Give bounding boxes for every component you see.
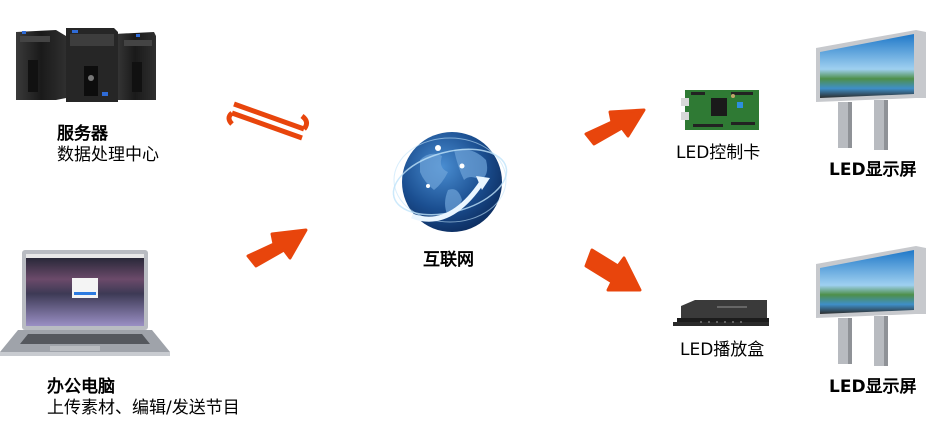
led-display-top-node	[812, 28, 928, 152]
media-player-box-icon	[673, 300, 769, 326]
server-title: 服务器	[57, 124, 108, 144]
player-box-node	[673, 300, 769, 330]
led-display-bottom-title: LED显示屏	[829, 377, 917, 397]
circuit-board-icon	[681, 90, 759, 130]
player-box-title: LED播放盒	[680, 340, 765, 360]
server-tower-icon	[16, 28, 156, 102]
internet-title: 互联网	[423, 250, 474, 270]
server-subtitle: 数据处理中心	[57, 145, 159, 165]
controller-card-title: LED控制卡	[676, 143, 761, 163]
arrow-internet-to-player	[582, 246, 642, 294]
laptop-subtitle: 上传素材、编辑/发送节目	[47, 398, 240, 418]
exchange-arrows	[224, 94, 314, 146]
laptop-icon	[0, 250, 170, 356]
laptop-node	[0, 248, 170, 360]
globe-icon	[392, 132, 508, 232]
arrow-down-right-icon	[584, 248, 642, 292]
billboard-icon	[816, 30, 926, 150]
internet-node	[390, 120, 510, 238]
server-node	[14, 26, 159, 102]
arrow-internet-to-controller	[582, 106, 648, 150]
billboard-icon	[816, 246, 926, 366]
led-display-top-title: LED显示屏	[829, 160, 917, 180]
led-display-bottom-node	[812, 244, 928, 368]
bidirectional-arrow-icon	[226, 101, 310, 141]
laptop-title: 办公电脑	[47, 377, 115, 397]
arrow-up-right-icon	[584, 108, 646, 146]
arrow-laptop-to-internet	[244, 226, 310, 272]
controller-card-node	[681, 88, 761, 132]
arrow-up-right-icon	[246, 228, 308, 268]
